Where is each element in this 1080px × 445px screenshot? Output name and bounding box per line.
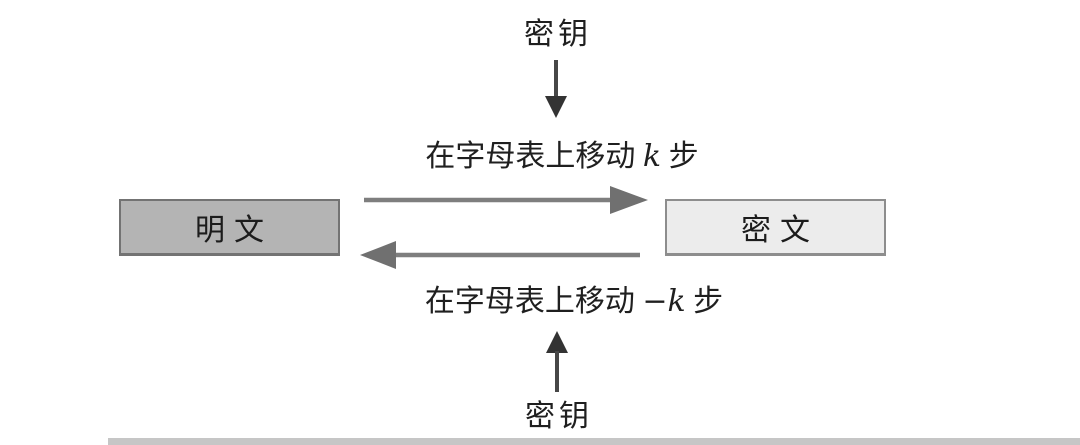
plaintext-label: 明文	[195, 214, 273, 247]
encrypt-step-variable: k	[642, 139, 662, 174]
encrypt-step-suffix: 步	[661, 140, 699, 173]
arrow-down-icon	[543, 60, 569, 120]
decrypt-step-label: 在字母表上移动 −k 步	[425, 285, 723, 319]
bottom-rule-divider	[108, 438, 1080, 445]
encrypt-step-label: 在字母表上移动 k 步	[425, 140, 698, 174]
decrypt-step-suffix: 步	[685, 285, 724, 318]
encrypt-step-prefix: 在字母表上移动	[425, 140, 643, 173]
key-top-label: 密钥	[524, 18, 592, 51]
arrow-right-icon	[358, 184, 650, 216]
plaintext-box: 明文	[119, 199, 340, 256]
ciphertext-label: 密文	[741, 214, 819, 247]
decrypt-step-prefix: 在字母表上移动	[424, 285, 643, 318]
arrow-left-icon	[354, 239, 646, 271]
decrypt-step-variable: −k	[642, 284, 686, 319]
arrow-up-icon	[544, 331, 570, 393]
ciphertext-box: 密文	[665, 199, 886, 256]
key-bottom-label: 密钥	[525, 400, 593, 433]
